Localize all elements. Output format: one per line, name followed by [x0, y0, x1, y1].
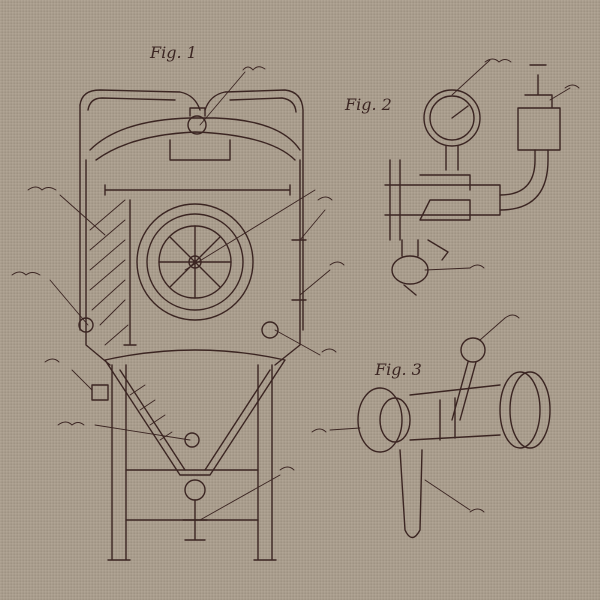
gauge-valve-figure: Fig. 2: [344, 58, 580, 296]
fig3-label: Fig. 3: [374, 360, 422, 379]
fig2-label: Fig. 2: [344, 95, 392, 114]
fig1-label: Fig. 1: [149, 43, 197, 62]
fermenter-figure: Fig. 1: [11, 43, 345, 561]
tap-figure: Fig. 3: [311, 314, 551, 539]
